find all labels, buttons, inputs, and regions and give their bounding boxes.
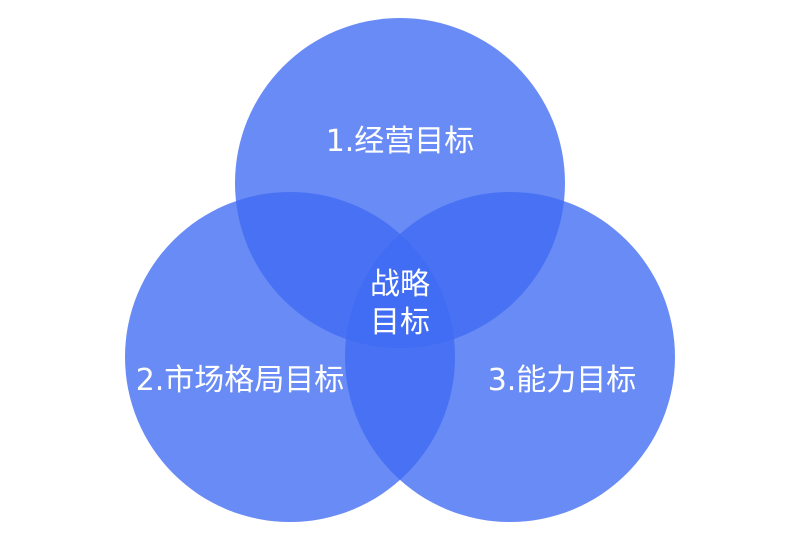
operating-goals-label: 1.经营目标: [325, 124, 475, 159]
center-label-line-1: 战略: [370, 267, 430, 302]
market-structure-goals-label: 2.市场格局目标: [135, 363, 345, 398]
circle-capability-goals: [345, 192, 675, 522]
center-label-line-2: 目标: [370, 305, 430, 340]
strategic-goals-center-label: 战略 目标: [370, 266, 430, 342]
capability-goals-label: 3.能力目标: [487, 363, 637, 398]
